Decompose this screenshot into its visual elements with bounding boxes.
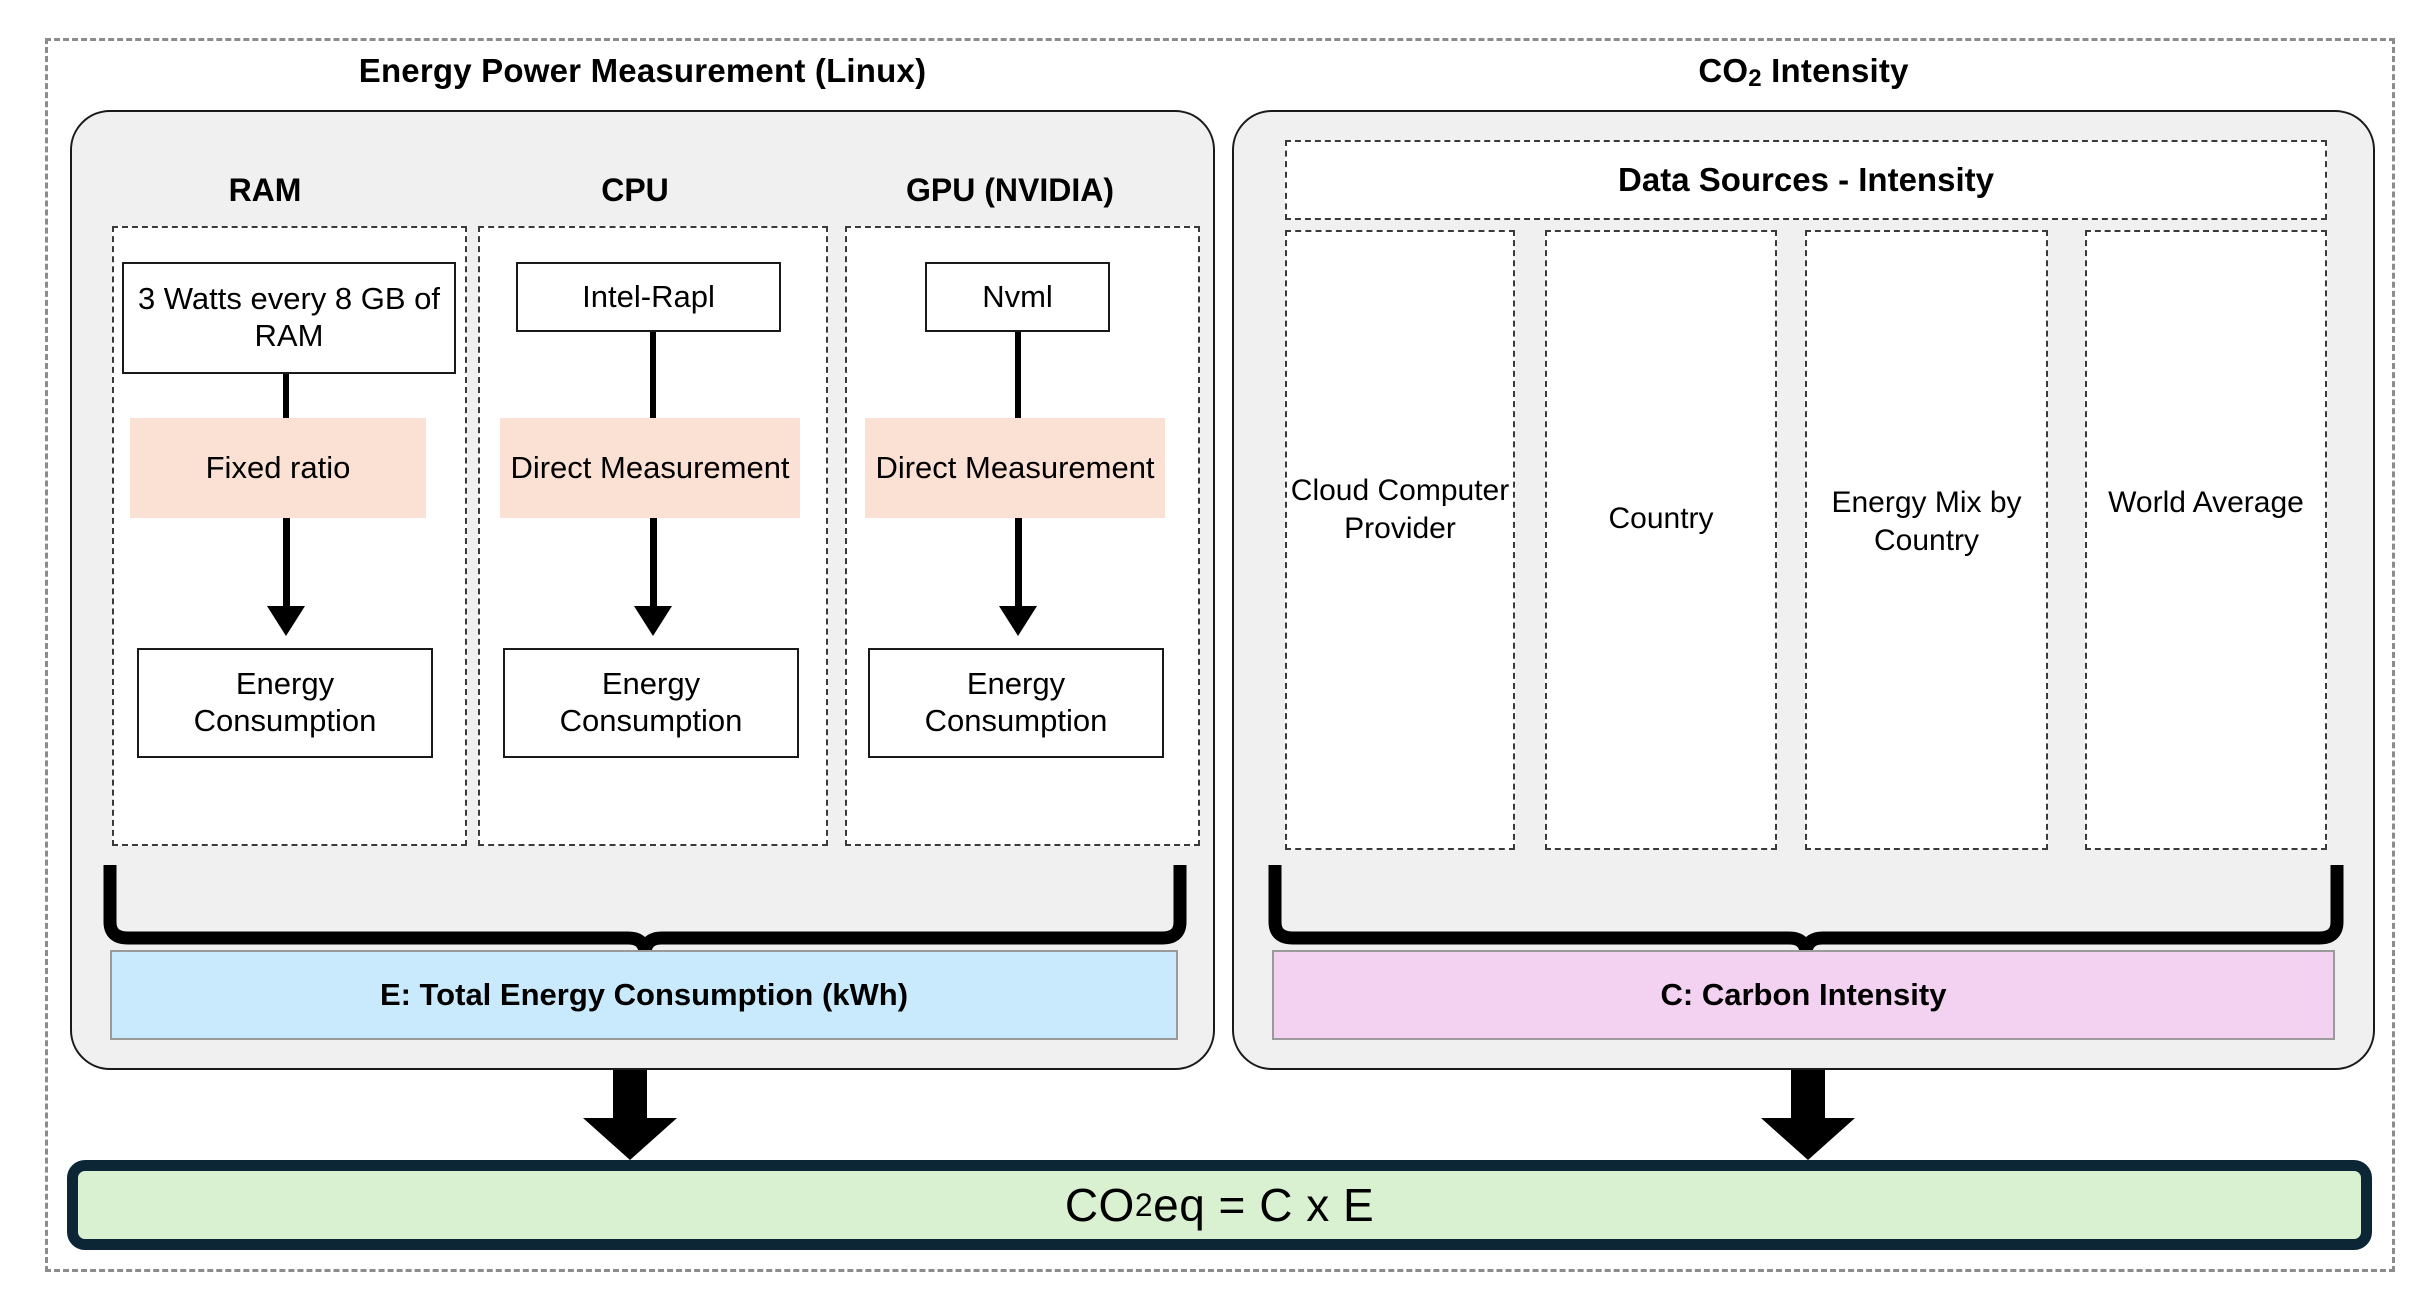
right-title-co: CO <box>1698 52 1749 89</box>
ram-stem-connector <box>283 374 289 418</box>
right-title-subscript: 2 <box>1748 65 1762 92</box>
cpu-method-band: Direct Measurement <box>500 418 800 518</box>
cpu-arrow-shaft <box>650 518 657 614</box>
right-title-tail: Intensity <box>1761 52 1909 89</box>
ram-arrow-head <box>267 606 305 636</box>
right-section-title: CO2 Intensity <box>1232 52 2375 93</box>
column-heading-cpu: CPU <box>601 172 669 208</box>
equation-suffix: eq = C x E <box>1153 1179 1375 1231</box>
data-source-label-energy-mix: Energy Mix by Country <box>1831 486 2022 557</box>
down-arrow-carbon <box>1761 1070 1855 1160</box>
data-source-box-world-average: World Average <box>2085 230 2327 850</box>
gpu-method-band: Direct Measurement <box>865 418 1165 518</box>
ram-output-box: Energy Consumption <box>137 648 433 758</box>
cpu-stem-connector <box>650 332 656 418</box>
cpu-output-box: Energy Consumption <box>503 648 799 758</box>
data-source-label-world-average: World Average <box>2108 486 2304 519</box>
data-source-label-country: Country <box>1608 502 1714 535</box>
equation-subscript: 2 <box>1134 1186 1154 1223</box>
data-source-box-energy-mix: Energy Mix by Country <box>1805 230 2048 850</box>
gpu-output-box: Energy Consumption <box>868 648 1164 758</box>
data-sources-header: Data Sources - Intensity <box>1285 140 2327 220</box>
gpu-arrow-shaft <box>1015 518 1022 614</box>
outer-frame <box>45 38 2395 1272</box>
data-source-box-cloud-provider: Cloud Computer Provider <box>1285 230 1515 850</box>
total-energy-bar: E: Total Energy Consumption (kWh) <box>110 950 1178 1040</box>
column-heading-ram: RAM <box>228 172 302 208</box>
carbon-intensity-bar: C: Carbon Intensity <box>1272 950 2335 1040</box>
equation-prefix: CO <box>1064 1179 1135 1231</box>
ram-method-band: Fixed ratio <box>130 418 426 518</box>
ram-source-box: 3 Watts every 8 GB of RAM <box>122 262 456 374</box>
cpu-arrow-head <box>634 606 672 636</box>
data-source-label-cloud-provider: Cloud Computer Provider <box>1290 474 1510 545</box>
right-aggregation-brace <box>1268 865 2344 960</box>
down-arrow-energy <box>583 1070 677 1160</box>
column-heading-gpu: GPU (NVIDIA) <box>906 172 1114 208</box>
data-source-box-country: Country <box>1545 230 1777 850</box>
gpu-arrow-head <box>999 606 1037 636</box>
gpu-source-box: Nvml <box>925 262 1110 332</box>
ram-arrow-shaft <box>283 518 290 614</box>
cpu-source-box: Intel-Rapl <box>516 262 781 332</box>
gpu-stem-connector <box>1015 332 1021 418</box>
left-aggregation-brace <box>103 865 1187 960</box>
left-section-title: Energy Power Measurement (Linux) <box>358 52 927 89</box>
